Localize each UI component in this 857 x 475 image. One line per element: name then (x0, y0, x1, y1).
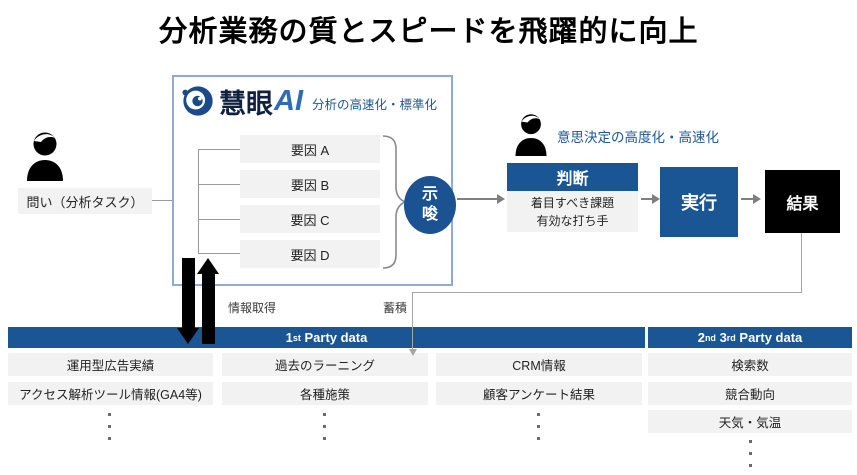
arrow-judgement-execute (641, 198, 653, 200)
ai-tagline: 分析の高速化・標準化 (312, 97, 438, 112)
feedback-line-vertical-left (412, 292, 413, 350)
factor-box-b: 要因 B (240, 170, 380, 198)
cell-access-analytics: アクセス解析ツール情報(GA4等) (8, 382, 213, 405)
eye-logo-icon (182, 86, 213, 116)
first-party-number: 1 (285, 330, 293, 345)
branch-line-d (198, 253, 240, 254)
page-title: 分析業務の質とスピードを飛躍的に向上 (158, 16, 699, 48)
arrow-judgement-execute-head (652, 194, 660, 204)
execute-box: 実行 (660, 167, 738, 237)
cell-crm-info: CRM情報 (436, 353, 642, 376)
feedback-line-vertical-right (801, 233, 802, 292)
second-party-number: 2 (697, 330, 705, 345)
arrow-execute-result-head (753, 194, 761, 204)
logo-ai-text: AI (274, 84, 303, 117)
branch-line-b (198, 184, 240, 185)
first-party-rest: Party data (300, 330, 368, 345)
cell-search-volume: 検索数 (648, 353, 852, 376)
judgement-body: 着目すべき課題 有効な打ち手 (507, 191, 638, 232)
judgement-box: 判断 着目すべき課題 有効な打ち手 (507, 163, 638, 232)
ellipsis-col3 (537, 413, 540, 440)
cell-competitor-trends: 競合動向 (648, 382, 852, 405)
question-task-box: 問い（分析タスク） (18, 188, 152, 214)
second-third-rest: Party data (735, 330, 803, 345)
decision-caption: 意思決定の高度化・高速化 (557, 130, 719, 145)
result-box: 結果 (765, 170, 840, 233)
cell-measures: 各種施策 (222, 382, 428, 405)
factor-box-c: 要因 C (240, 205, 380, 233)
data-up-arrow-head (197, 258, 219, 274)
acquire-label: 情報取得 (228, 301, 277, 315)
feedback-arrow-head (409, 349, 417, 356)
judgement-title: 判断 (507, 163, 638, 191)
branch-line-a (198, 149, 240, 150)
feedback-line-horizontal (412, 292, 802, 293)
analyst-person-icon (27, 132, 63, 181)
branch-trunk-line (198, 149, 199, 254)
branch-line-c (198, 219, 240, 220)
arrow-execute-result (741, 198, 754, 200)
data-up-arrow-shaft (202, 273, 215, 344)
insight-circle: 示唆 (404, 176, 456, 234)
ellipsis-col4 (749, 440, 752, 467)
keigan-ai-logo: 慧眼 AI 分析の高速化・標準化 (181, 83, 437, 119)
factor-box-d: 要因 D (240, 240, 380, 268)
judgement-line-2: 有効な打ち手 (536, 213, 609, 228)
accumulate-label: 蓄積 (383, 301, 408, 315)
cell-survey-results: 顧客アンケート結果 (436, 382, 642, 405)
ellipsis-col2 (323, 413, 326, 440)
logo-kanji-text: 慧眼 (219, 88, 273, 119)
third-party-number: 3 (719, 330, 727, 345)
arrow-insight-judgement (457, 198, 498, 200)
arrow-insight-judgement-head (497, 194, 505, 204)
data-down-arrow-shaft (182, 258, 195, 329)
decision-person-icon (515, 114, 547, 156)
judgement-line-1: 着目すべき課題 (530, 195, 615, 210)
factor-box-a: 要因 A (240, 135, 380, 163)
cell-ad-results: 運用型広告実績 (8, 353, 213, 376)
cell-past-learning: 過去のラーニング (222, 353, 428, 376)
insight-label: 示唆 (421, 186, 438, 223)
data-down-arrow-head (177, 328, 199, 344)
cell-weather-temp: 天気・気温 (648, 410, 852, 433)
ellipsis-col1 (108, 413, 111, 440)
